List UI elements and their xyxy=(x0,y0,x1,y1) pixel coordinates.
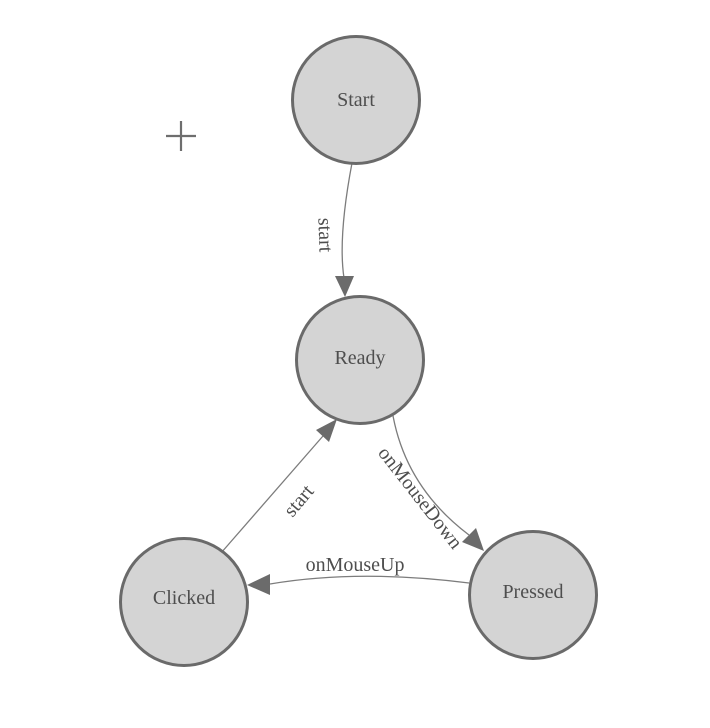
edge-label-clicked-to-ready: start xyxy=(280,480,319,521)
arrowhead-icon xyxy=(335,276,354,297)
node-circle xyxy=(295,295,425,425)
edge-line xyxy=(391,409,470,536)
node-label-pressed: Pressed xyxy=(502,581,563,603)
state-node-ready[interactable]: Ready xyxy=(295,295,425,425)
node-label-clicked: Clicked xyxy=(153,587,215,609)
node-label-start: Start xyxy=(337,89,375,111)
edge-line xyxy=(341,162,353,279)
crosshair-icon xyxy=(166,121,196,151)
node-circle xyxy=(119,537,249,667)
edge-label-pressed-to-clicked: onMouseUp xyxy=(306,554,405,576)
arrowhead-icon xyxy=(247,574,270,595)
arrowhead-icon xyxy=(462,528,484,551)
edge-label-ready-to-pressed: onMouseDown xyxy=(373,443,466,554)
edge-line xyxy=(220,435,324,554)
edge-line xyxy=(269,575,470,585)
state-node-clicked[interactable]: Clicked xyxy=(119,537,249,667)
transition-start-to-ready[interactable]: start xyxy=(313,162,354,297)
node-circle xyxy=(291,35,421,165)
transition-ready-to-pressed[interactable]: onMouseDown xyxy=(373,409,484,554)
arrowhead-icon xyxy=(316,419,337,442)
state-node-pressed[interactable]: Pressed xyxy=(468,530,598,660)
node-label-ready: Ready xyxy=(334,347,385,369)
transition-clicked-to-ready[interactable]: start xyxy=(220,419,337,554)
transition-pressed-to-clicked[interactable]: onMouseUp xyxy=(247,554,470,595)
node-circle xyxy=(468,530,598,660)
state-node-start[interactable]: Start xyxy=(291,35,421,165)
edge-label-start-to-ready: start xyxy=(313,217,336,253)
